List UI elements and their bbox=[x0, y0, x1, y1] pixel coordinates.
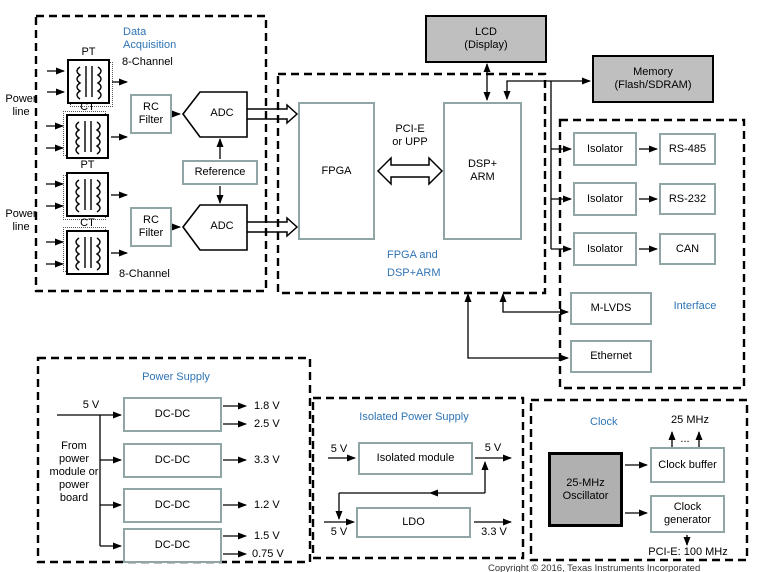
lcd-block: LCD (Display) bbox=[425, 15, 547, 63]
dcdc-3-block: DC-DC bbox=[123, 488, 222, 523]
can-label: CAN bbox=[675, 242, 700, 255]
rc-filter-2-label: RC Filter bbox=[138, 214, 164, 239]
dsp-arm-block: DSP+ ARM bbox=[443, 102, 522, 240]
out-1v2-label: 1.2 V bbox=[254, 499, 280, 511]
memory-label: Memory (Flash/SDRAM) bbox=[614, 66, 692, 91]
isolator-2-label: Isolator bbox=[586, 192, 624, 205]
ct2-label: CT bbox=[80, 217, 95, 229]
pt2-label: PT bbox=[80, 159, 95, 171]
out-1v8-label: 1.8 V bbox=[254, 400, 280, 412]
isolator-3-block: Isolator bbox=[573, 232, 637, 266]
ct1-label: CT bbox=[80, 101, 95, 113]
isolated-power-border bbox=[311, 396, 525, 560]
ethernet-block: Ethernet bbox=[570, 340, 652, 373]
isolator-2-block: Isolator bbox=[573, 182, 637, 216]
rs485-block: RS-485 bbox=[659, 133, 716, 165]
adc-bus-arrows bbox=[247, 103, 299, 238]
dcdc-1-label: DC-DC bbox=[154, 408, 191, 420]
processing-border bbox=[276, 72, 547, 295]
channel-bottom-label: 8-Channel bbox=[119, 268, 170, 280]
clock-border bbox=[529, 398, 749, 562]
rs485-label: RS-485 bbox=[668, 142, 707, 155]
clock-generator-block: Clock generator bbox=[650, 495, 725, 533]
copyright-text: Copyright © 2016, Texas Instruments Inco… bbox=[488, 563, 701, 572]
clock-dots-label: ... bbox=[680, 433, 690, 445]
pt2-transformer-block bbox=[66, 172, 109, 217]
mlvds-block: M-LVDS bbox=[570, 292, 652, 325]
dsp-arm-label: DSP+ ARM bbox=[467, 158, 498, 183]
group-borders bbox=[34, 14, 749, 564]
data-acquisition-title: Data Acquisition bbox=[123, 26, 177, 51]
power-line-2-label: Power line bbox=[5, 208, 37, 233]
mlvds-label: M-LVDS bbox=[590, 302, 632, 314]
rs232-block: RS-232 bbox=[659, 183, 716, 215]
interface-border bbox=[558, 118, 746, 390]
channel-top-label: 8-Channel bbox=[122, 56, 173, 68]
power-line-1-label: Power line bbox=[5, 93, 37, 118]
isolator-3-label: Isolator bbox=[586, 242, 624, 255]
dcdc-2-block: DC-DC bbox=[123, 443, 222, 478]
memory-block: Memory (Flash/SDRAM) bbox=[592, 55, 714, 103]
ps-source-label: From power module or power board bbox=[49, 440, 99, 504]
transformer-coils bbox=[75, 66, 102, 271]
oscillator-block: 25-MHz Oscillator bbox=[548, 452, 623, 527]
rc-filter-1-block: RC Filter bbox=[130, 94, 172, 134]
dcdc-4-label: DC-DC bbox=[154, 539, 191, 551]
ldo-label: LDO bbox=[402, 516, 425, 528]
iso-vin-top-label: 5 V bbox=[330, 443, 348, 455]
iso-vout-bottom-label: 3.3 V bbox=[481, 526, 507, 538]
power-supply-title: Power Supply bbox=[142, 371, 210, 383]
ldo-block: LDO bbox=[356, 507, 471, 538]
out-1v5-label: 1.5 V bbox=[254, 530, 280, 542]
rc-filter-1-label: RC Filter bbox=[138, 101, 164, 126]
arrows bbox=[46, 63, 703, 558]
out-2v5-label: 2.5 V bbox=[254, 418, 280, 430]
adc2-label: ADC bbox=[210, 220, 234, 232]
dcdc-2-label: DC-DC bbox=[154, 454, 191, 466]
iso-vin-bottom-label: 5 V bbox=[330, 526, 348, 538]
iso-vout-top-label: 5 V bbox=[484, 442, 502, 454]
fpga-label: FPGA bbox=[321, 164, 352, 177]
ct2-transformer-block bbox=[66, 230, 109, 275]
clock-pcie-label: PCI-E: 100 MHz bbox=[648, 546, 728, 558]
ps-vin-label: 5 V bbox=[82, 399, 100, 411]
dcdc-3-label: DC-DC bbox=[154, 499, 191, 511]
rs232-label: RS-232 bbox=[668, 192, 707, 205]
ethernet-label: Ethernet bbox=[590, 350, 632, 362]
out-3v3-label: 3.3 V bbox=[254, 454, 280, 466]
isolated-power-title: Isolated Power Supply bbox=[359, 411, 469, 423]
data-acquisition-border bbox=[34, 14, 268, 293]
can-block: CAN bbox=[659, 233, 716, 265]
pt1-label: PT bbox=[81, 46, 96, 58]
clock-title: Clock bbox=[590, 416, 618, 428]
isolated-module-block: Isolated module bbox=[358, 442, 473, 475]
reference-block: Reference bbox=[182, 160, 258, 185]
pcie-upp-label: PCI-E or UPP bbox=[392, 123, 428, 148]
processing-title: FPGA and DSP+ARM bbox=[387, 249, 441, 279]
fpga-dsp-bus-arrow bbox=[376, 156, 444, 186]
clock-generator-label: Clock generator bbox=[663, 501, 712, 526]
interface-title: Interface bbox=[673, 300, 717, 312]
oscillator-label: 25-MHz Oscillator bbox=[562, 476, 609, 502]
out-0v75-label: 0.75 V bbox=[252, 548, 284, 560]
rc-filter-2-block: RC Filter bbox=[130, 207, 172, 247]
ct1-transformer-block bbox=[66, 114, 109, 159]
lcd-label: LCD (Display) bbox=[464, 26, 508, 51]
dcdc-1-block: DC-DC bbox=[123, 397, 222, 432]
fpga-block: FPGA bbox=[298, 102, 375, 240]
clock-25mhz-label: 25 MHz bbox=[671, 414, 709, 426]
clock-buffer-label: Clock buffer bbox=[658, 458, 717, 471]
clock-buffer-block: Clock buffer bbox=[650, 447, 725, 483]
isolated-module-label: Isolated module bbox=[376, 452, 455, 464]
reference-label: Reference bbox=[194, 166, 246, 178]
isolator-1-block: Isolator bbox=[573, 132, 637, 166]
pt1-transformer-block bbox=[67, 59, 110, 104]
isolator-1-label: Isolator bbox=[586, 142, 624, 155]
dcdc-4-block: DC-DC bbox=[123, 528, 222, 563]
adc-shapes bbox=[181, 91, 248, 251]
adc1-label: ADC bbox=[210, 107, 234, 119]
